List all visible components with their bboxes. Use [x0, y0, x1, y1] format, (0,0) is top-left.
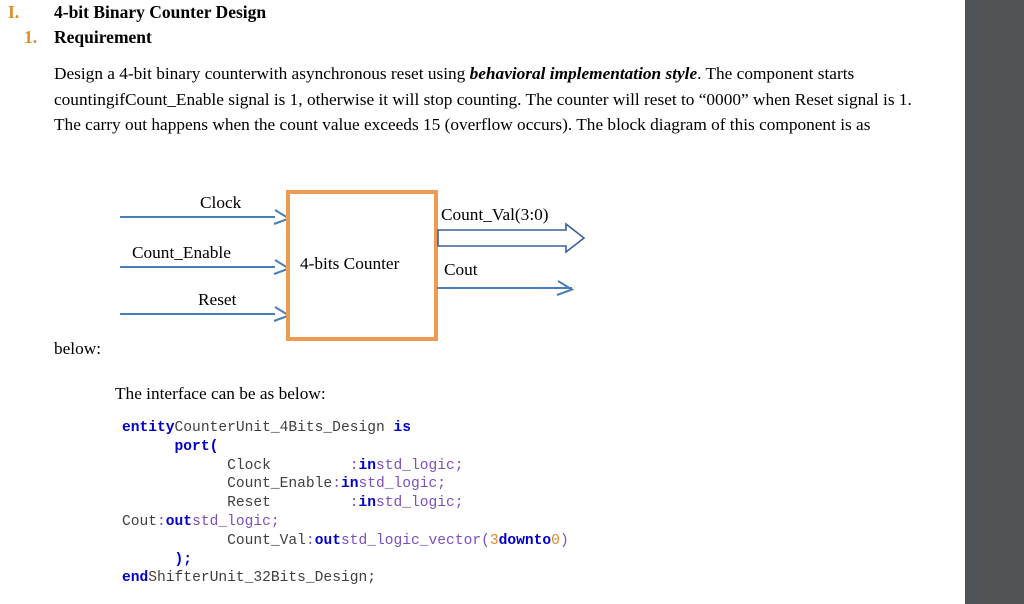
window-scroll-gutter[interactable] [965, 0, 1024, 604]
code-line: Cout:outstd_logic; [122, 513, 922, 532]
diagram-label-reset: Reset [198, 290, 237, 309]
diagram-label-count-val: Count_Val(3:0) [441, 205, 549, 224]
code-token: ( [481, 532, 490, 549]
code-token: is [393, 420, 412, 436]
code-token: downto [498, 532, 552, 549]
code-token: Count_Val [122, 532, 306, 549]
code-token: std_logic; [375, 495, 464, 512]
code-token: in [340, 476, 359, 493]
code-token [122, 552, 175, 568]
code-token: : [349, 457, 359, 474]
diagram-label-clock: Clock [200, 193, 242, 212]
code-token: CounterUnit_4Bits_Design [174, 420, 394, 436]
code-token: ); [174, 551, 193, 568]
code-token: end [122, 570, 149, 587]
code-line: Count_Enable:instd_logic; [122, 475, 922, 494]
block-diagram-svg [120, 190, 586, 341]
document-page: I. 4-bit Binary Counter Design 1. Requir… [8, 2, 930, 588]
vhdl-code-block: entityCounterUnit_4Bits_Design is port( … [122, 419, 922, 588]
code-token: std_logic; [375, 457, 464, 474]
requirement-paragraph: Design a 4-bit binary counterwith asynch… [54, 61, 930, 138]
code-line: port( [122, 438, 922, 457]
code-token [122, 439, 175, 455]
paragraph-part-2: . The component starts countingifCount_E… [54, 64, 912, 135]
code-line: ); [122, 551, 922, 570]
code-token: std_logic; [358, 476, 447, 493]
code-line: Count_Val:outstd_logic_vector(3downto0) [122, 532, 922, 551]
code-token: : [349, 495, 359, 512]
heading-section-1-text: 4-bit Binary Counter Design [54, 2, 267, 22]
code-token: : [305, 532, 315, 549]
code-token: ShifterUnit_32Bits_Design; [148, 570, 376, 587]
diagram-label-count-enable: Count_Enable [132, 243, 231, 262]
heading-subsection-1-text: Requirement [54, 27, 152, 47]
heading-subsection-1-number: 1. [24, 27, 38, 47]
paragraph-emphasis: behavioral implementation style [469, 64, 698, 83]
diagram-label-block: 4-bits Counter [300, 254, 400, 273]
code-line: endShifterUnit_32Bits_Design; [122, 569, 922, 588]
code-token: : [332, 476, 341, 493]
block-diagram: Clock Count_Enable Reset 4-bits Counter … [100, 180, 620, 360]
paragraph-part-1: Design a 4-bit binary counterwith asynch… [54, 64, 470, 83]
code-token: Cout [122, 513, 158, 530]
code-token: std_logic; [192, 513, 280, 530]
code-token: entity [122, 420, 175, 436]
code-token: std_logic_vector [340, 532, 482, 549]
interface-caption: The interface can be as below: [115, 384, 326, 403]
heading-section-1-number: I. [8, 2, 20, 22]
code-token: out [165, 513, 193, 530]
counter-block [286, 190, 438, 341]
diagram-label-cout: Cout [444, 260, 478, 279]
code-token: Clock [122, 457, 350, 474]
code-token: in [358, 457, 376, 474]
code-token: Reset [122, 495, 350, 512]
heading-subsection-1: 1. Requirement [24, 27, 152, 48]
code-token: Count_Enable [122, 476, 333, 493]
output-arrow-cout [437, 280, 575, 296]
code-token: in [358, 495, 376, 512]
code-token: : [157, 513, 166, 530]
heading-section-1: I. 4-bit Binary Counter Design [8, 2, 266, 23]
output-bus-arrow-count-val [437, 222, 586, 254]
code-line: entityCounterUnit_4Bits_Design is [122, 419, 922, 438]
code-token: 3 [489, 532, 499, 549]
code-line: Clock :instd_logic; [122, 457, 922, 476]
code-token: port( [174, 438, 219, 455]
code-token: ) [559, 532, 569, 549]
code-line: Reset :instd_logic; [122, 494, 922, 513]
code-token: out [314, 532, 341, 549]
below-text: below: [54, 339, 102, 358]
code-token: 0 [551, 532, 560, 549]
